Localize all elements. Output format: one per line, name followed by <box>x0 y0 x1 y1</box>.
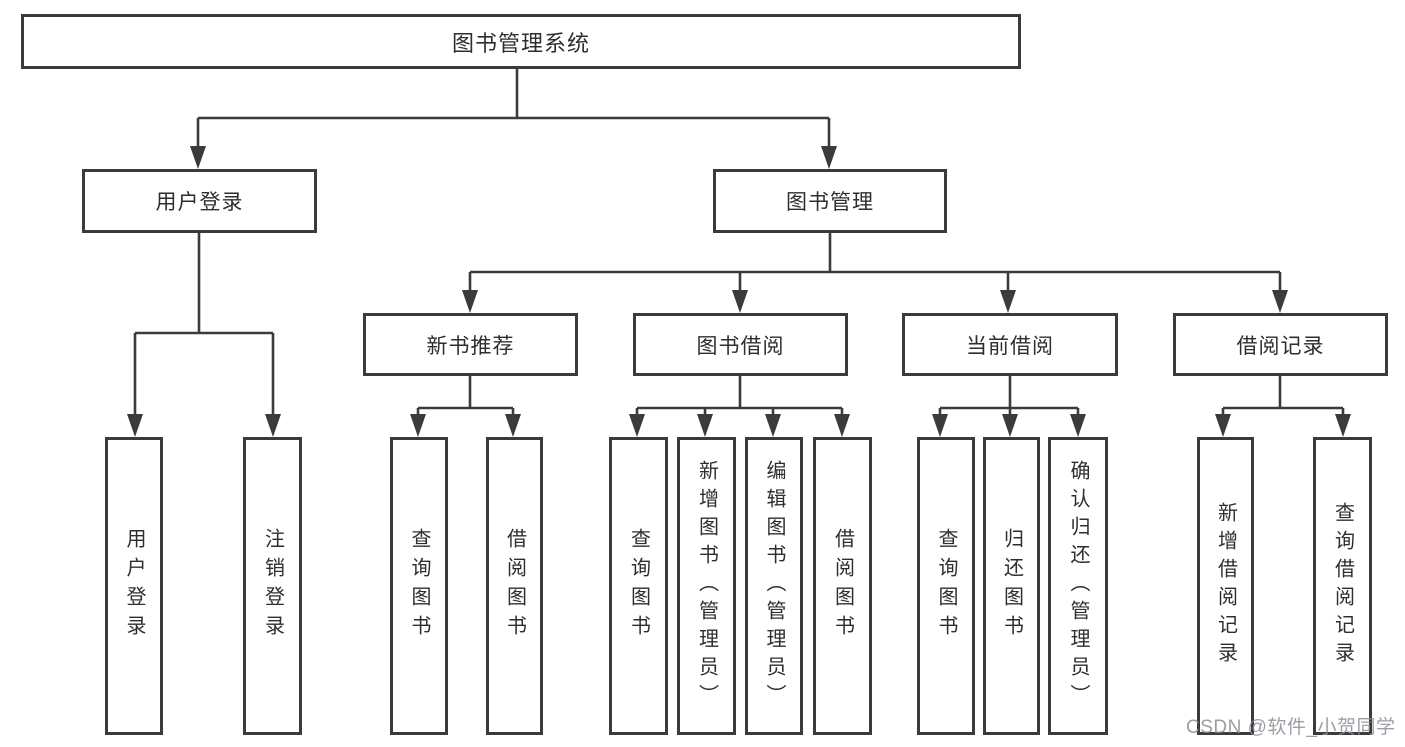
arrow-icon <box>697 414 713 437</box>
arrow-icon <box>505 414 521 437</box>
arrow-icon <box>462 290 478 313</box>
node-library-management-system: 图书管理系统 <box>21 14 1021 69</box>
arrowheads <box>127 146 1351 437</box>
node-current-borrowing: 当前借阅 <box>902 313 1118 376</box>
node-book-borrowing: 图书借阅 <box>633 313 848 376</box>
arrow-icon <box>1002 414 1018 437</box>
leaf-borrow-books: 借阅图书 <box>813 437 872 735</box>
arrow-icon <box>190 146 206 169</box>
arrow-icon <box>765 414 781 437</box>
leaf-borrow-books-recommend: 借阅图书 <box>486 437 543 735</box>
leaf-query-books-current: 查询图书 <box>917 437 975 735</box>
arrow-icon <box>629 414 645 437</box>
leaf-query-borrow-record: 查询借阅记录 <box>1313 437 1372 735</box>
leaf-logout: 注销登录 <box>243 437 302 735</box>
arrow-icon <box>1272 290 1288 313</box>
csdn-watermark: CSDN @软件_小贺同学 <box>1186 717 1396 738</box>
arrow-icon <box>932 414 948 437</box>
leaf-edit-books-admin: 编辑图书（管理员） <box>745 437 803 735</box>
arrow-icon <box>265 414 281 437</box>
node-user-login: 用户登录 <box>82 169 317 233</box>
node-borrowing-records: 借阅记录 <box>1173 313 1388 376</box>
arrow-icon <box>127 414 143 437</box>
leaf-query-books-recommend: 查询图书 <box>390 437 448 735</box>
leaf-user-login: 用户登录 <box>105 437 163 735</box>
leaf-add-borrow-record: 新增借阅记录 <box>1197 437 1254 735</box>
connector-path <box>133 68 1345 418</box>
arrow-icon <box>410 414 426 437</box>
node-new-book-recommendation: 新书推荐 <box>363 313 578 376</box>
arrow-icon <box>1215 414 1231 437</box>
arrow-icon <box>1070 414 1086 437</box>
node-book-management: 图书管理 <box>713 169 947 233</box>
arrow-icon <box>1335 414 1351 437</box>
arrow-icon <box>821 146 837 169</box>
leaf-confirm-return-admin: 确认归还（管理员） <box>1048 437 1108 735</box>
arrow-icon <box>732 290 748 313</box>
leaf-query-books-borrow: 查询图书 <box>609 437 668 735</box>
leaf-add-books-admin: 新增图书（管理员） <box>677 437 736 735</box>
arrow-icon <box>1000 290 1016 313</box>
leaf-return-books: 归还图书 <box>983 437 1040 735</box>
arrow-icon <box>834 414 850 437</box>
